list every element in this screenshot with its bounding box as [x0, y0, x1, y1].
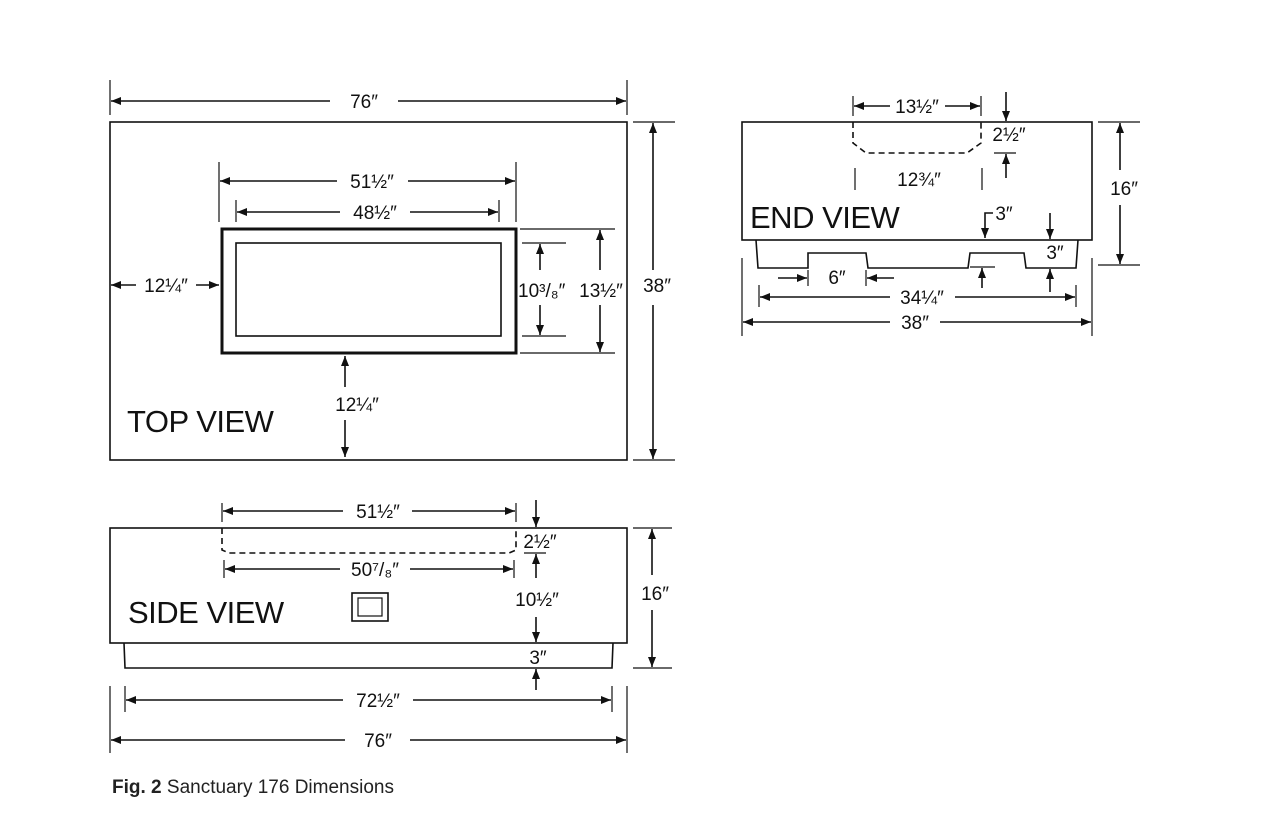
dim-end-notch-width: 6″	[828, 268, 846, 289]
dim-end-base-width: 34¼″	[900, 288, 944, 309]
dim-top-opening-outer-width: 13½″	[579, 281, 623, 302]
dim-end-recess-depth: 2½″	[992, 125, 1025, 146]
figure-caption-text: Sanctuary 176 Dimensions	[166, 777, 394, 798]
side-view-title: SIDE VIEW	[128, 595, 285, 630]
top-opening-outer	[220, 227, 518, 355]
dim-top-opening-inner-width: 10³/₈″	[518, 281, 566, 302]
dim-side-recess-inner: 50⁷/₈″	[351, 560, 399, 581]
dim-top-overall-width: 38″	[643, 276, 671, 297]
end-view-title: END VIEW	[750, 200, 901, 235]
dim-side-recess-depth: 2½″	[523, 532, 556, 553]
top-view: TOP VIEW 76″ 51½″ 48½″ 12¼″ 10³/₈″ 1	[109, 80, 675, 461]
dim-side-base-height: 3″	[529, 648, 547, 669]
figure-caption: Fig. 2 Sanctuary 176 Dimensions	[112, 777, 394, 799]
dim-end-notch-depth: 3″	[995, 204, 1013, 225]
dim-side-recess-to-base: 10½″	[515, 590, 559, 611]
dim-top-opening-inner: 48½″	[353, 203, 397, 224]
dim-top-opening-outer: 51½″	[350, 172, 394, 193]
end-view-base	[755, 239, 1079, 269]
side-handle-outer	[351, 592, 389, 622]
dim-top-front-offset: 12¼″	[335, 395, 379, 416]
side-recess-dashed	[221, 528, 517, 554]
dim-end-recess-outer: 13½″	[895, 97, 939, 118]
dim-side-overall-length: 76″	[364, 731, 392, 752]
dim-end-recess-inner: 12¾″	[897, 170, 941, 191]
side-view-outline	[109, 527, 628, 644]
dim-side-recess-outer: 51½″	[356, 502, 400, 523]
figure-caption-label: Fig. 2	[112, 777, 162, 798]
top-view-outline	[109, 121, 628, 461]
side-view-base	[123, 642, 614, 669]
dim-top-side-offset: 12¼″	[144, 276, 188, 297]
top-opening-inner	[235, 242, 502, 337]
dim-end-base-step: 3″	[1046, 243, 1064, 264]
end-view: END VIEW 13½″ 12¾″ 2½″ 16″ 3″ 3″	[741, 92, 1140, 336]
dim-side-height: 16″	[641, 584, 669, 605]
end-view-outline	[741, 121, 1093, 241]
end-recess-dashed	[852, 122, 982, 154]
dim-end-height: 16″	[1110, 179, 1138, 200]
side-view: SIDE VIEW 51½″ 50⁷/₈″ 2½″ 10½″ 3″ 16″	[109, 500, 672, 753]
dim-side-base-length: 72½″	[356, 691, 400, 712]
dim-end-overall-width: 38″	[901, 313, 929, 334]
dim-top-overall-length: 76″	[350, 92, 378, 113]
side-handle-inner	[357, 597, 383, 617]
top-view-title: TOP VIEW	[127, 404, 275, 439]
